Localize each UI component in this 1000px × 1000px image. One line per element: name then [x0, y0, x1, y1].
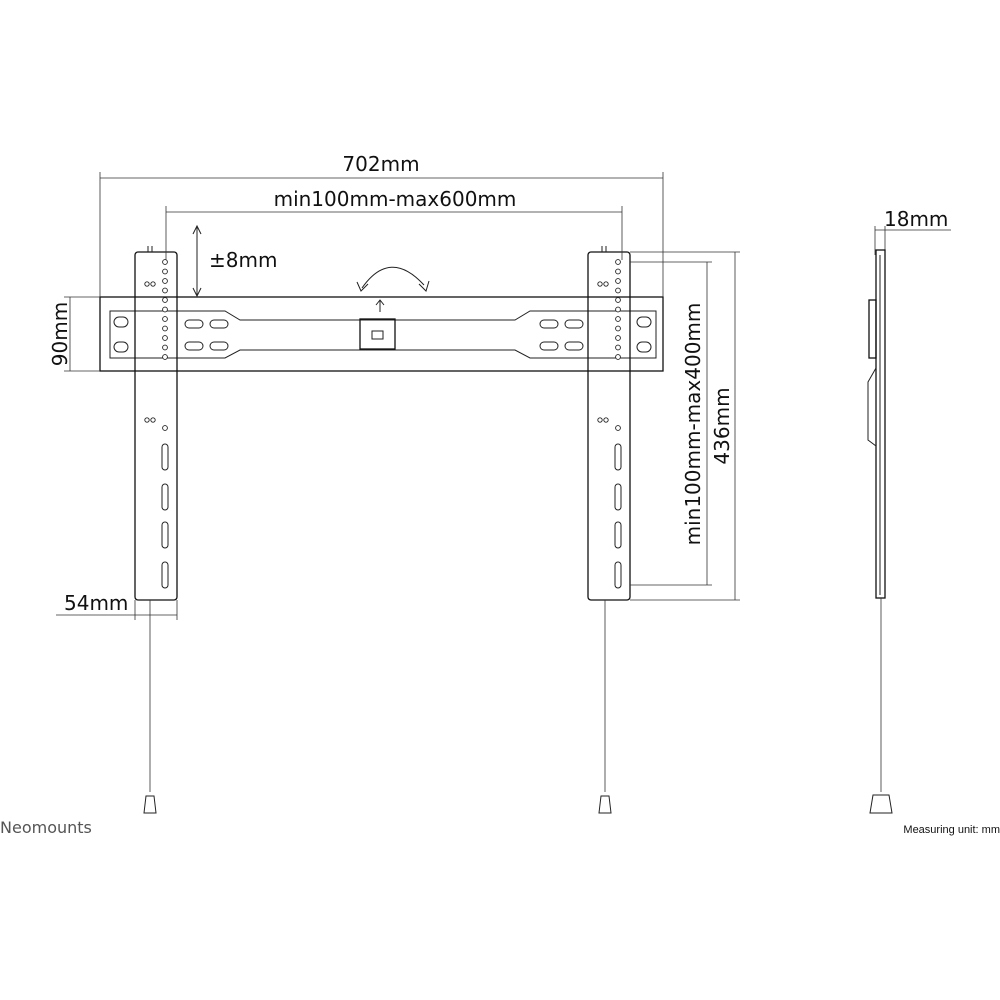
arm-slot — [161, 561, 169, 589]
left-vertical-arm — [134, 246, 178, 814]
right-arm-outline — [587, 251, 631, 601]
rail-slot — [209, 341, 229, 351]
arm-hole — [603, 417, 609, 423]
rail-slot — [564, 341, 584, 351]
arm-slot — [614, 443, 622, 471]
arm-hole — [162, 425, 168, 431]
arm-hole — [162, 268, 168, 275]
arm-hole — [162, 344, 168, 351]
arm-hole — [150, 281, 156, 287]
side-view-arm — [875, 249, 886, 599]
wall-rail-inner-flange — [109, 310, 657, 359]
arm-hole — [162, 316, 168, 322]
left-arm-hole-column — [144, 259, 169, 589]
up-arrow-icon — [375, 299, 385, 312]
right-arm-hole-column — [597, 259, 622, 589]
arm-slot — [614, 521, 622, 549]
arm-hole — [615, 278, 621, 284]
arm-hole — [615, 306, 621, 313]
left-cord-weight — [143, 795, 157, 814]
arm-hole — [162, 354, 168, 360]
arm-hole — [615, 325, 621, 332]
dimension-vesa-vertical: min100mm-max400mm — [630, 261, 712, 586]
arm-hole — [162, 335, 168, 341]
right-vertical-arm — [587, 246, 631, 814]
dimension-arm-height: 436mm — [630, 251, 740, 601]
arm-hole — [615, 335, 621, 341]
left-arm-outline — [134, 251, 178, 601]
rail-slot — [636, 316, 652, 328]
arm-hole — [615, 425, 621, 431]
arm-hole — [597, 281, 603, 287]
right-cord-weight — [598, 795, 612, 814]
arm-slot — [161, 443, 169, 471]
tilt-arrow-icon — [356, 266, 430, 292]
arm-slot — [161, 521, 169, 549]
arm-width-label: 54mm — [64, 591, 128, 615]
arm-hole — [615, 259, 621, 265]
dimension-vesa-horizontal: min100mm-max600mm — [165, 187, 623, 260]
arm-hole — [615, 287, 621, 294]
arm-hole — [162, 259, 168, 265]
vesa-horizontal-label: min100mm-max600mm — [274, 187, 517, 211]
dimension-arm-width: 54mm — [56, 591, 178, 620]
dimension-vertical-adjust: ±8mm — [192, 224, 277, 298]
wall-rail — [99, 296, 664, 372]
arm-slot — [161, 483, 169, 511]
arm-hole — [162, 325, 168, 332]
arm-hole — [144, 281, 150, 287]
rail-slot — [113, 316, 129, 328]
rail-slot — [113, 341, 129, 353]
arm-hole — [162, 278, 168, 284]
wall-rail-outline — [99, 296, 664, 372]
center-lock-slot — [371, 330, 384, 340]
arm-hole — [615, 316, 621, 322]
arm-hole — [615, 354, 621, 360]
arm-hole — [150, 417, 156, 423]
dimension-overall-width: 702mm — [99, 152, 664, 297]
side-view-hook — [867, 367, 877, 447]
rail-slot — [539, 341, 559, 351]
arm-hole — [603, 281, 609, 287]
wall-distance-label: 18mm — [884, 207, 948, 231]
rail-slot — [184, 341, 204, 351]
arm-slot — [614, 561, 622, 589]
rail-slot — [636, 341, 652, 353]
measuring-unit-note: Measuring unit: mm — [903, 824, 1000, 836]
dimension-rail-height: 90mm — [48, 296, 100, 372]
arm-hole — [615, 268, 621, 275]
side-view-cord-weight — [869, 794, 893, 814]
vesa-vertical-label: min100mm-max400mm — [681, 303, 705, 546]
brand-logo-text: Neomounts — [0, 818, 92, 837]
arm-hole — [162, 297, 168, 303]
arm-hole — [615, 344, 621, 351]
vertical-adjust-label: ±8mm — [209, 248, 277, 272]
rail-height-label: 90mm — [48, 302, 72, 366]
side-view: 18mm — [867, 207, 951, 814]
arm-hole — [162, 287, 168, 294]
rail-slot — [539, 319, 559, 329]
center-lock-block — [359, 318, 396, 350]
side-view-rail — [868, 299, 877, 359]
arm-height-label: 436mm — [710, 387, 734, 464]
rail-slot — [564, 319, 584, 329]
arm-hole — [162, 306, 168, 313]
arm-slot — [614, 483, 622, 511]
arm-hole — [144, 417, 150, 423]
arm-hole — [615, 297, 621, 303]
arm-hole — [597, 417, 603, 423]
rail-slot — [209, 319, 229, 329]
rail-slot — [184, 319, 204, 329]
overall-width-label: 702mm — [342, 152, 419, 176]
